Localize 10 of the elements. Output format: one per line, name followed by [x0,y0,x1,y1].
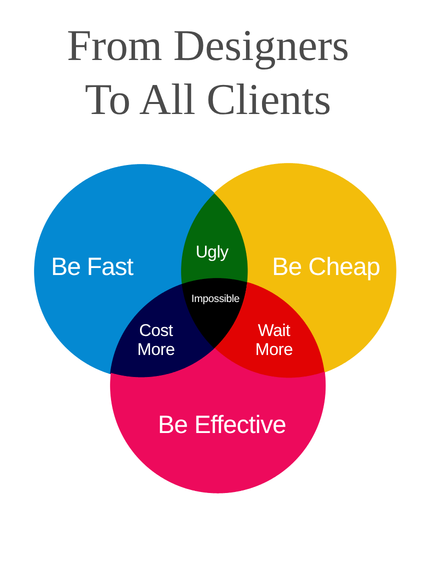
diagram-title: From Designers To All Clients [66,20,350,126]
overlap-label: Cost More [137,321,175,360]
overlap-label: Ugly [196,242,228,262]
overlap-region [180,192,248,285]
circle-label: Be Effective [158,410,286,439]
circle-label: Be Cheap [272,253,380,282]
overlap-label: Wait More [255,321,293,360]
overlap-label: Impossible [191,293,240,306]
circle-label: Be Fast [51,253,133,282]
overlap-region [181,278,248,350]
